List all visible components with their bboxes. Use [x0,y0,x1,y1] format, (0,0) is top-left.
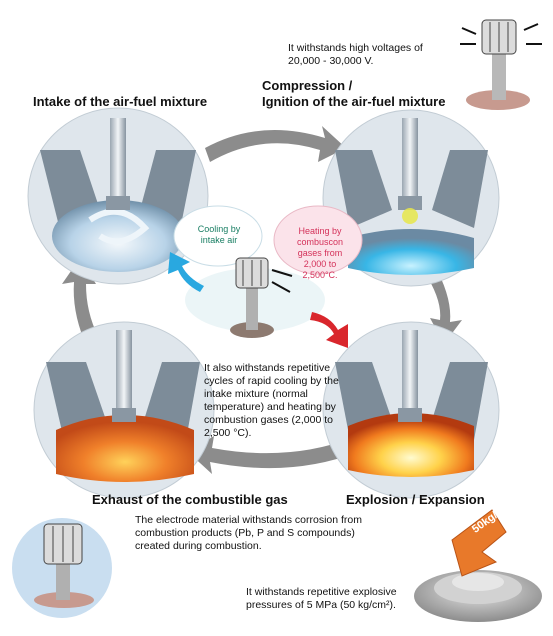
pressure-arrow [451,509,507,577]
stage-title-intake: Intake of the air-fuel mixture [33,94,208,109]
arrow-explosion-to-exhaust [188,436,358,474]
note-high-voltage: It withstands high voltages of 20,000 - … [288,42,423,67]
note-explosive-pressure: It withstands repetitive explosive press… [246,586,397,611]
stage-title-compression-line2: Ignition of the air-fuel mixture [262,94,446,109]
note-corrosion: The electrode material withstands corros… [135,514,363,552]
stage-title-compression-line1: Compression / [262,78,353,93]
stage-title-exhaust: Exhaust of the combustible gas [92,492,288,507]
bubble-heating-text: Heating by combuscon gases from 2,000 to… [296,226,344,280]
heating-arrow [310,312,348,348]
intake-cylinder-illustration [27,107,209,285]
compression-cylinder-illustration [322,109,500,287]
center-electrode-illustration [230,257,293,338]
corrosion-electrode-illustration [12,518,112,618]
explosion-cylinder-illustration [322,321,500,499]
pressure-disc-illustration [414,509,542,622]
high-voltage-electrode-illustration [460,19,542,110]
cycle-arrows [62,126,462,474]
exhaust-cylinder-illustration [33,321,215,499]
bubble-cooling-text: Cooling by intake air [197,224,241,245]
stage-title-explosion: Explosion / Expansion [346,492,485,507]
note-cooling-heating-cycles: It also withstands repetitive cycles of … [204,362,339,439]
arrow-intake-to-compression [205,126,346,162]
cooling-arrow [168,252,204,292]
